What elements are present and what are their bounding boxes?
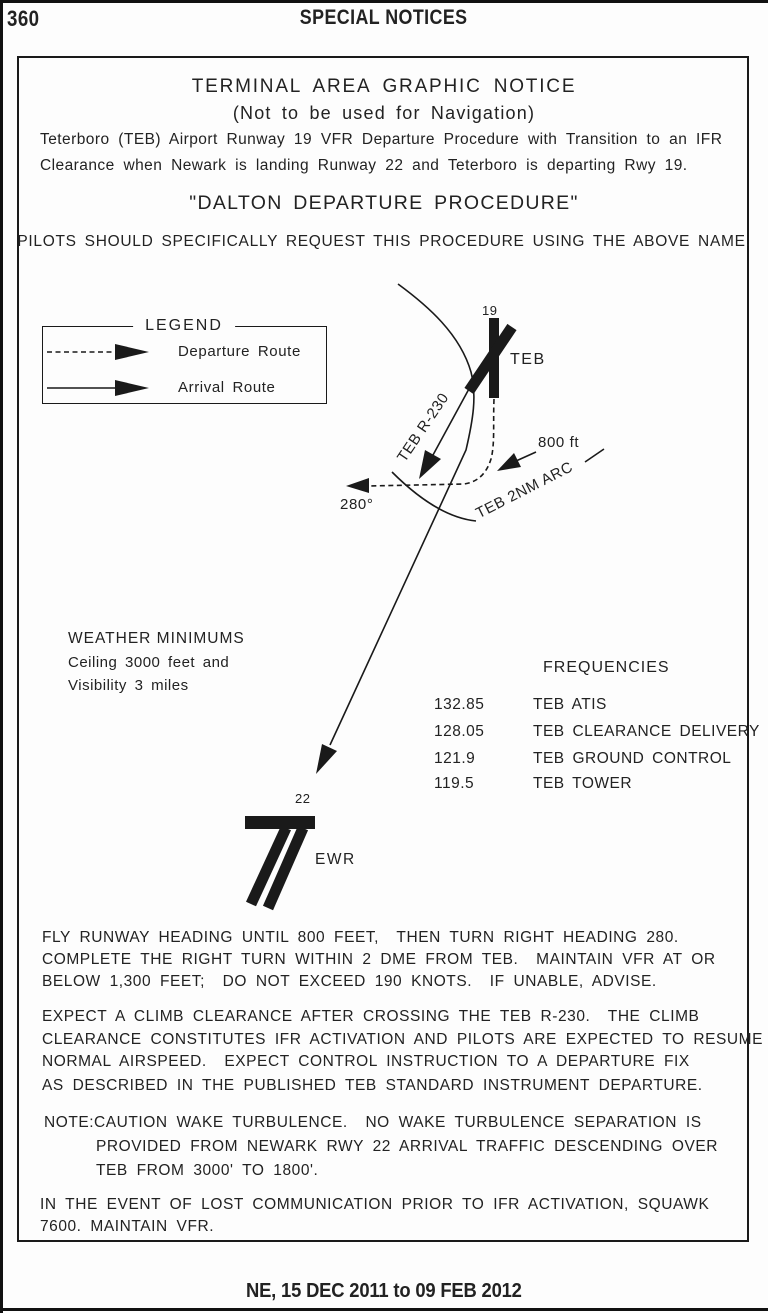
legend-arrival-arrowhead bbox=[115, 380, 149, 396]
page-bottom-edge bbox=[0, 1308, 768, 1311]
frequency-value: 121.9 bbox=[434, 750, 476, 767]
page-footer: NE, 15 DEC 2011 to 09 FEB 2012 bbox=[0, 1280, 768, 1303]
ewr-airport-label: EWR bbox=[315, 851, 356, 868]
notice-title: TERMINAL AREA GRAPHIC NOTICE bbox=[191, 76, 577, 97]
note-label: NOTE: bbox=[44, 1114, 95, 1131]
frequency-name: TEB TOWER bbox=[533, 775, 633, 792]
departure-route-line bbox=[367, 398, 495, 487]
page-top-edge bbox=[0, 0, 768, 3]
ewr-runway-22-symbol-right bbox=[262, 825, 309, 911]
frequency-value: 132.85 bbox=[434, 696, 485, 713]
instruction-line: EXPECT A CLIMB CLEARANCE AFTER CROSSING … bbox=[42, 1008, 700, 1025]
weather-minimums-line1: Ceiling 3000 feet and bbox=[68, 654, 230, 671]
arrival-route-arrowhead bbox=[316, 744, 337, 774]
turn-altitude-leader-line bbox=[515, 451, 537, 462]
page-number: 360 bbox=[7, 6, 40, 31]
turn-altitude-label: 800 ft bbox=[538, 434, 580, 451]
effective-dates: NE, 15 DEC 2011 to 09 FEB 2012 bbox=[246, 1280, 522, 1302]
departure-route-arrowhead bbox=[346, 478, 369, 493]
procedure-name: "DALTON DEPARTURE PROCEDURE" bbox=[189, 192, 579, 214]
page-left-edge bbox=[0, 0, 3, 1313]
instruction-line: BELOW 1,300 FEET; DO NOT EXCEED 190 KNOT… bbox=[42, 973, 657, 990]
ewr-runway-number-label: 22 bbox=[295, 791, 311, 806]
page-header-title: SPECIAL NOTICES bbox=[300, 6, 468, 29]
legend-departure-route-label: Departure Route bbox=[178, 343, 301, 360]
notice-description-line2: Clearance when Newark is landing Runway … bbox=[40, 157, 688, 174]
note-line: TEB FROM 3000' TO 1800'. bbox=[96, 1162, 319, 1179]
turn-altitude-arrowhead bbox=[497, 453, 521, 471]
legend-departure-arrowhead bbox=[115, 344, 149, 360]
teb-2nm-arc bbox=[391, 471, 477, 522]
frequency-value: 128.05 bbox=[434, 723, 485, 740]
instruction-line: 7600. MAINTAIN VFR. bbox=[40, 1218, 215, 1235]
teb-runway-number-label: 19 bbox=[482, 303, 498, 318]
weather-minimums-title: WEATHER MINIMUMS bbox=[68, 630, 245, 647]
teb-r230-arrowhead bbox=[419, 450, 441, 479]
note-line: CAUTION WAKE TURBULENCE. NO WAKE TURBULE… bbox=[94, 1114, 702, 1131]
notice-subtitle: (Not to be used for Navigation) bbox=[232, 103, 536, 123]
legend-arrival-route-label: Arrival Route bbox=[178, 379, 276, 396]
page-header: SPECIAL NOTICES bbox=[0, 6, 768, 30]
frequency-name: TEB GROUND CONTROL bbox=[533, 750, 732, 767]
legend-title: LEGEND bbox=[133, 317, 235, 335]
turn-heading-label: 280° bbox=[340, 496, 374, 513]
instruction-line: AS DESCRIBED IN THE PUBLISHED TEB STANDA… bbox=[42, 1077, 703, 1094]
teb-crossing-runway-symbol bbox=[464, 323, 517, 395]
instruction-line: COMPLETE THE RIGHT TURN WITHIN 2 DME FRO… bbox=[42, 951, 716, 968]
weather-minimums-line2: Visibility 3 miles bbox=[68, 677, 189, 694]
teb-r230-line bbox=[432, 386, 471, 456]
frequencies-title: FREQUENCIES bbox=[543, 659, 670, 676]
notice-description-line1: Teterboro (TEB) Airport Runway 19 VFR De… bbox=[40, 131, 723, 148]
arrival-route-line bbox=[329, 283, 475, 746]
instruction-line: NORMAL AIRSPEED. EXPECT CONTROL INSTRUCT… bbox=[42, 1053, 690, 1070]
teb-airport-label: TEB bbox=[510, 351, 546, 368]
ewr-runway-22-symbol-left bbox=[246, 825, 291, 907]
instruction-line: CLEARANCE CONSTITUTES IFR ACTIVATION AND… bbox=[42, 1031, 764, 1048]
frequency-name: TEB CLEARANCE DELIVERY bbox=[533, 723, 760, 740]
instruction-line: IN THE EVENT OF LOST COMMUNICATION PRIOR… bbox=[40, 1196, 710, 1213]
frequency-value: 119.5 bbox=[434, 775, 475, 792]
instruction-line: FLY RUNWAY HEADING UNTIL 800 FEET, THEN … bbox=[42, 929, 679, 946]
notice-border-box bbox=[17, 56, 749, 1242]
frequency-name: TEB ATIS bbox=[533, 696, 607, 713]
ewr-runway-top-bar bbox=[245, 816, 315, 829]
note-line: PROVIDED FROM NEWARK RWY 22 ARRIVAL TRAF… bbox=[96, 1138, 718, 1155]
teb-2nm-arc-continuation bbox=[584, 448, 605, 463]
request-instruction: PILOTS SHOULD SPECIFICALLY REQUEST THIS … bbox=[17, 233, 751, 250]
